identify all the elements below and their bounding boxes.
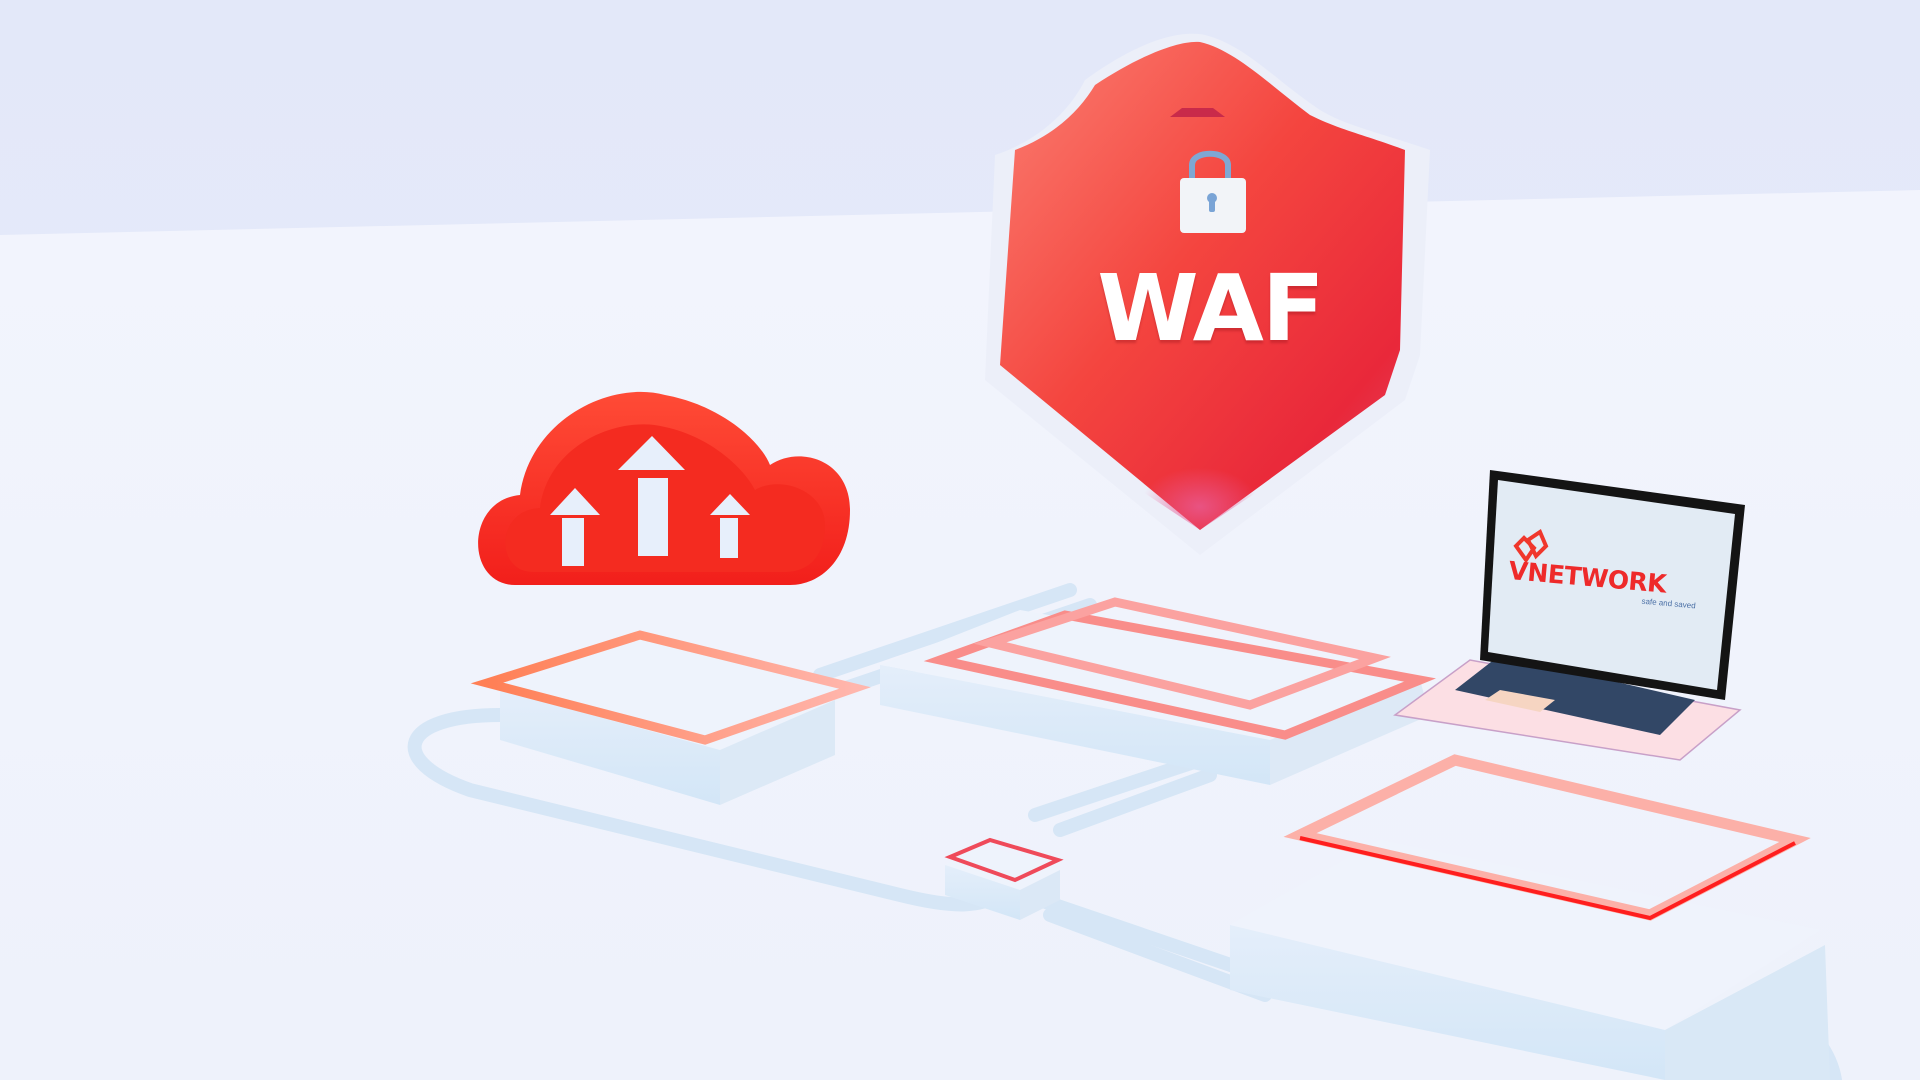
waf-label: WAF [1097,255,1324,362]
small-node [944,837,1064,920]
cloud-upload-icon [478,391,850,585]
left-platform [470,630,871,805]
upload-arrows [550,436,750,566]
waf-shield [985,33,1430,555]
center-platform [880,597,1436,785]
right-platform [1230,754,1830,1080]
padlock-icon [1180,150,1246,233]
vnetwork-logo-icon [1513,529,1549,564]
laptop [1393,470,1745,761]
